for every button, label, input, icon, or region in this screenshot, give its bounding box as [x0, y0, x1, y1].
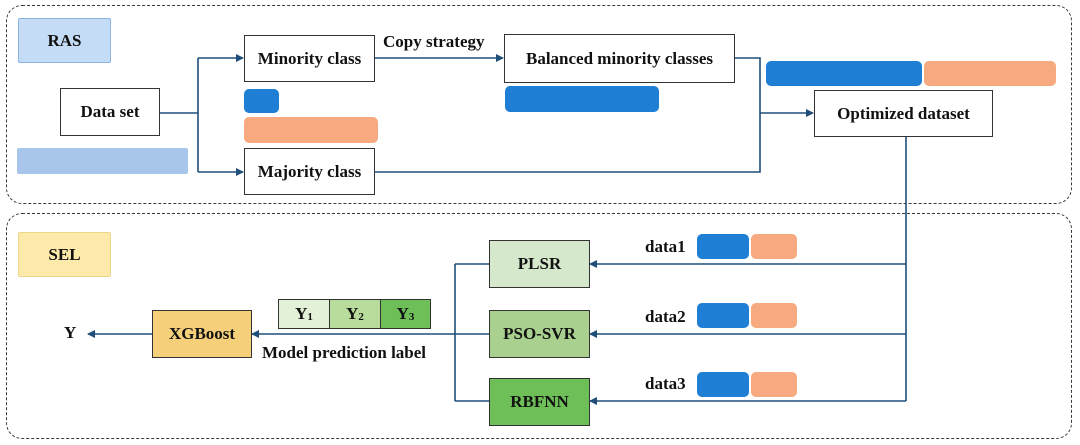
y2-base: Y — [346, 304, 359, 323]
sel-panel — [6, 213, 1072, 439]
balanced-to-merge-line — [735, 57, 761, 113]
majority-class-box: Majority class — [244, 148, 375, 195]
data-set-box: Data set — [60, 88, 160, 136]
data1-blue-bar — [697, 234, 749, 259]
pso-svr-box: PSO-SVR — [489, 310, 590, 358]
copy-strategy-label: Copy strategy — [383, 32, 485, 51]
data1-orange-bar — [751, 234, 797, 259]
data2-label: data2 — [645, 307, 686, 326]
minority-blue-bar — [244, 89, 279, 113]
balanced-blue-bar — [505, 86, 659, 112]
y3-sub: 3 — [408, 311, 415, 323]
prediction-label: Model prediction label — [262, 343, 427, 362]
optimized-blue-bar — [766, 61, 922, 86]
majority-orange-bar — [244, 117, 378, 143]
data3-label: data3 — [645, 374, 686, 393]
plsr-box: PLSR — [489, 240, 590, 288]
xgboost-box: XGBoost — [152, 310, 252, 358]
y1-base: Y — [295, 304, 308, 323]
y3-base: Y — [396, 304, 409, 323]
minority-class-box: Minority class — [244, 35, 375, 82]
data3-orange-bar — [751, 372, 797, 397]
ras-tag: RAS — [18, 18, 111, 63]
rbfnn-box: RBFNN — [489, 378, 590, 426]
sel-tag: SEL — [18, 232, 111, 277]
data3-blue-bar — [697, 372, 749, 397]
y1-sub: 1 — [307, 311, 313, 323]
dataset-light-blue-bar — [17, 148, 188, 174]
optimized-dataset-box: Optimized dataset — [814, 90, 993, 137]
majority-to-merge-line — [375, 113, 761, 173]
y2-sub: 2 — [358, 311, 364, 323]
ras-panel — [6, 5, 1072, 204]
optimized-orange-bar — [924, 61, 1056, 86]
data2-orange-bar — [751, 303, 797, 328]
data1-label: data1 — [645, 237, 686, 256]
balanced-minority-box: Balanced minority classes — [504, 34, 735, 83]
output-y-label: Y — [64, 323, 77, 342]
data2-blue-bar — [697, 303, 749, 328]
